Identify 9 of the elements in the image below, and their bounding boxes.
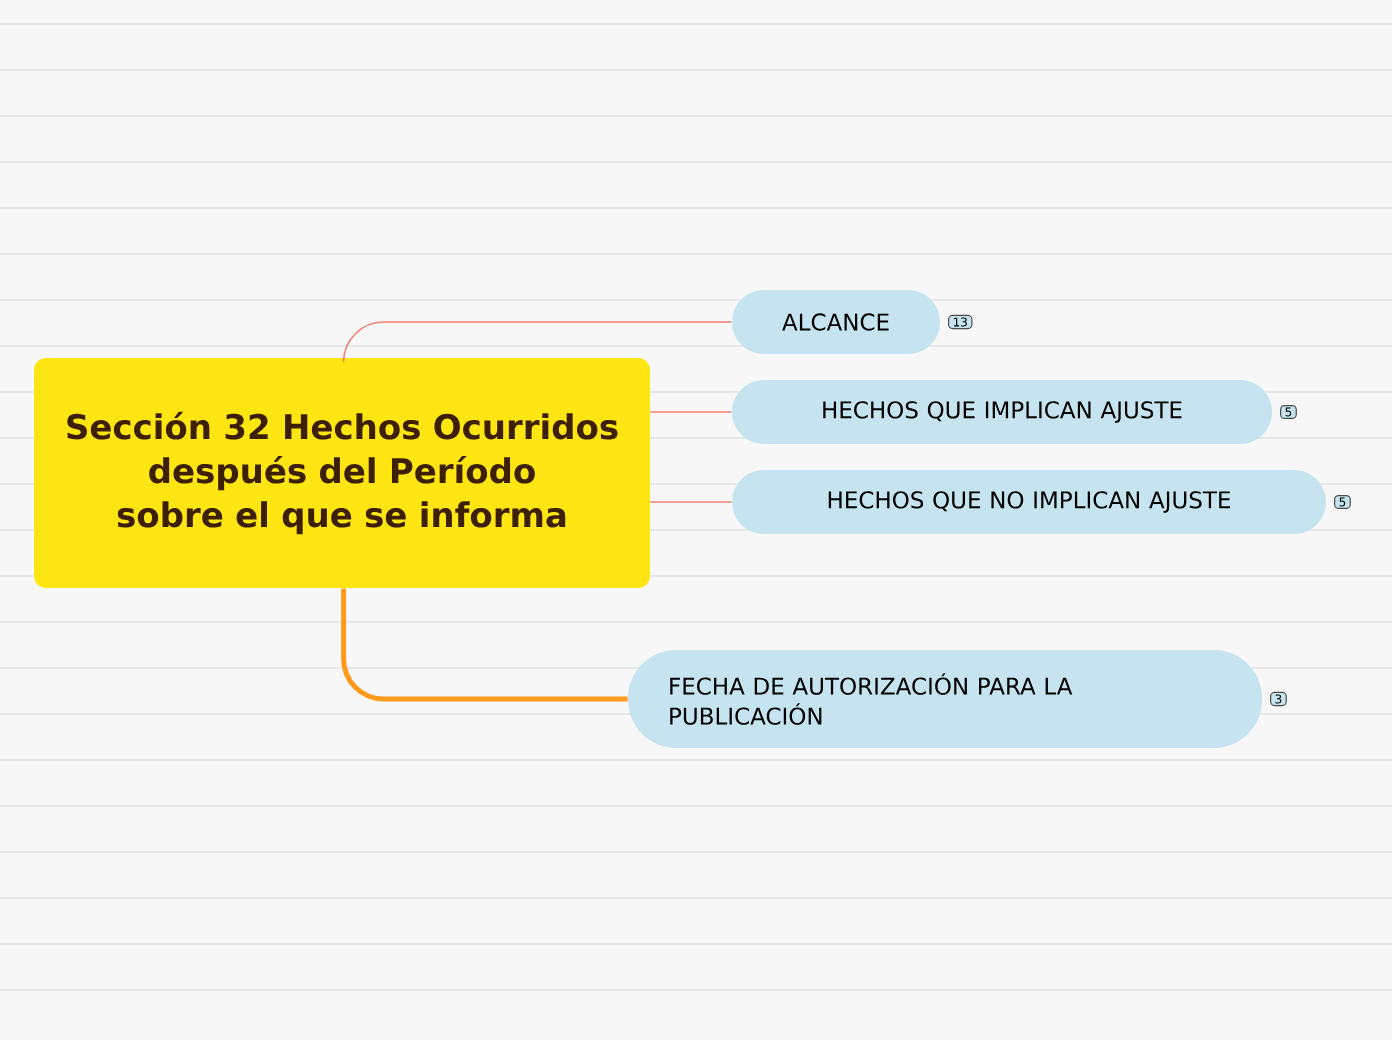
topic-box: Sección 32 Hechos Ocurridos después del Período sobre el que se informa — [34, 358, 650, 588]
subtopic-pill: FECHA DE AUTORIZACIÓN PARA LA PUBLICACIÓN — [628, 650, 1262, 748]
connector — [342, 321, 733, 363]
subtopic-pill: HECHOS QUE NO IMPLICAN AJUSTE — [732, 470, 1326, 534]
connector — [341, 588, 628, 702]
subtopic-pill: HECHOS QUE IMPLICAN AJUSTE — [732, 380, 1272, 444]
connector — [649, 411, 733, 413]
subtopic-pill: ALCANCE — [732, 290, 940, 354]
connector — [649, 501, 733, 503]
